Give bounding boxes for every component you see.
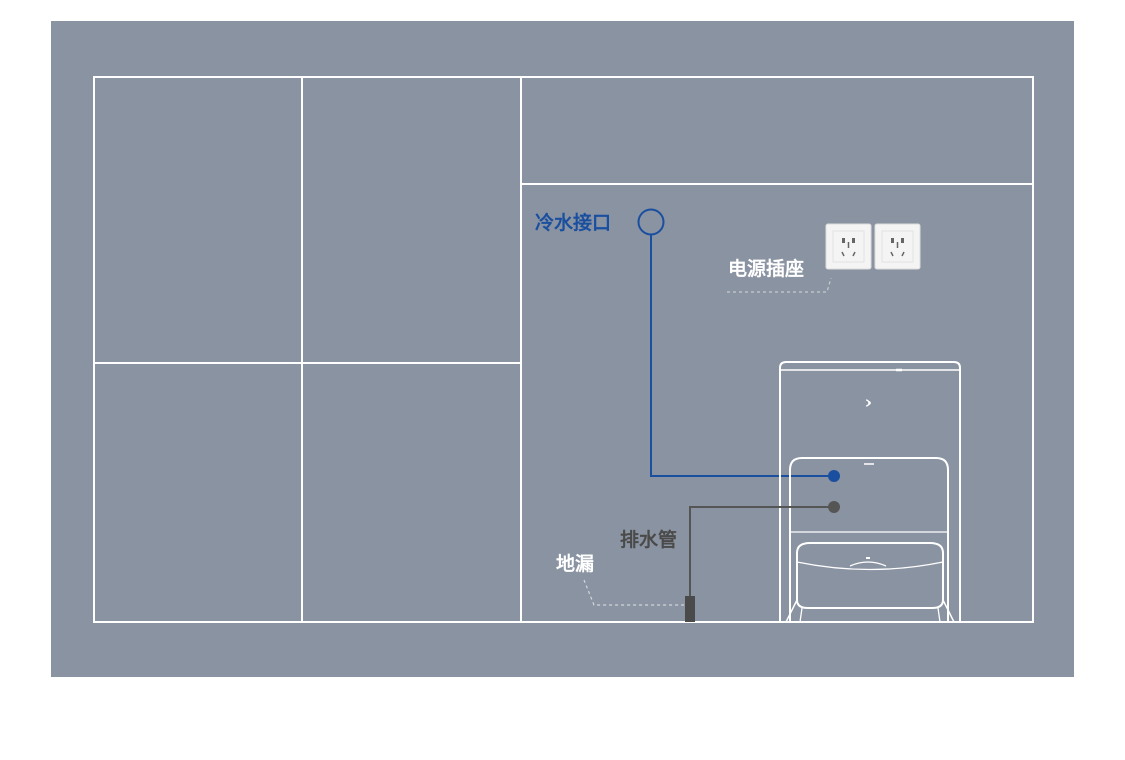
power-socket-icon [825,223,872,270]
cold-water-group: 冷水接口 [535,208,840,482]
wall-panel-grid [93,76,1034,623]
drain-connector-dot [828,501,840,513]
drain-pipe-line [689,506,834,596]
floor-drain-leader-line [583,579,685,606]
cold-water-connector-dot [828,470,840,482]
drain-group: 排水管 [620,501,840,622]
robot-base-station-icon [779,361,961,623]
power-socket-icon [874,223,921,270]
drain-pipe-label: 排水管 [620,528,677,551]
power-socket-leader-line [727,277,832,293]
wall-background [51,21,1074,677]
wall-panel-outline [93,76,1034,623]
power-socket-label: 电源插座 [728,257,804,280]
drain-pipe-outlet [685,596,695,622]
floor-drain-group: 地漏 [556,552,685,606]
cold-water-inlet-icon [637,208,665,236]
power-socket-group: 电源插座 [727,223,921,293]
cold-water-pipe [650,235,834,477]
cold-water-inlet-label: 冷水接口 [535,211,611,234]
floor-drain-label: 地漏 [556,552,594,575]
